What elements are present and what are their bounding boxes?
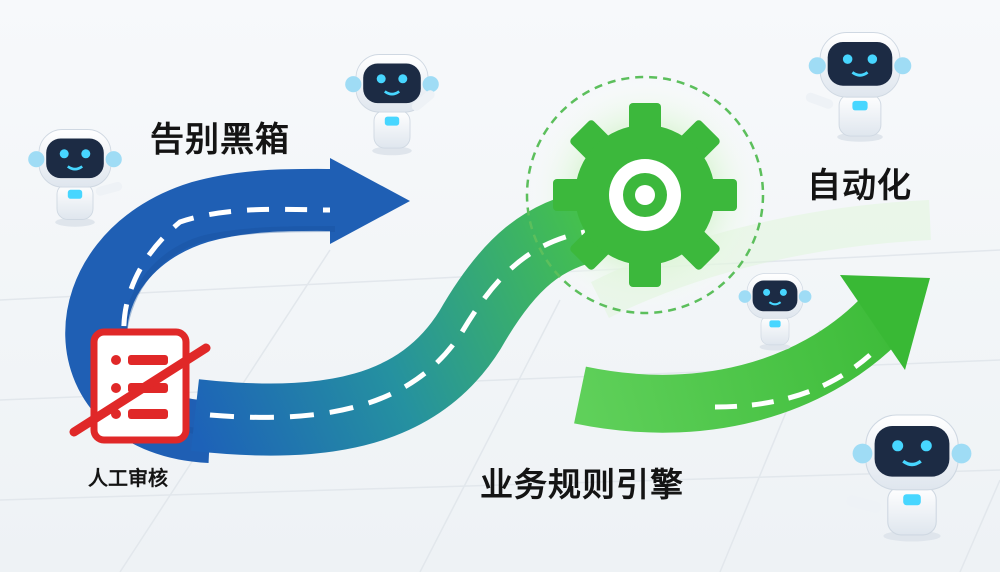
business-rules-engine-label: 业务规则引擎 bbox=[480, 465, 684, 504]
manual-review-label: 人工审核 bbox=[88, 466, 168, 490]
no-entry-slash-icon bbox=[69, 343, 211, 437]
main-flow-road bbox=[191, 189, 603, 456]
gear-icon bbox=[525, 75, 765, 315]
farewell-black-box-label: 告别黑箱 bbox=[150, 120, 290, 160]
manual-review-icon bbox=[69, 328, 211, 444]
robot-icon bbox=[28, 32, 972, 542]
automation-label: 自动化 bbox=[807, 166, 912, 206]
